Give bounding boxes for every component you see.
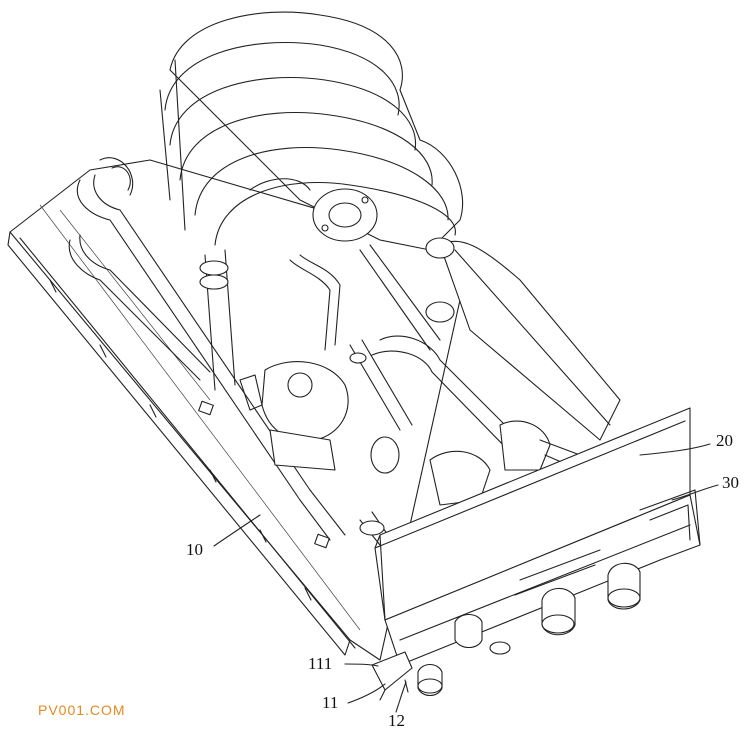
watermark-text: PV001.COM [38, 702, 126, 718]
label-30: 30 [722, 473, 739, 492]
pump [239, 361, 349, 471]
label-111: 111 [308, 654, 333, 673]
label-12: 12 [388, 711, 405, 730]
pipe-connectors [417, 549, 641, 697]
label-10: 10 [186, 540, 203, 559]
label-11: 11 [322, 693, 339, 712]
left-pipes [68, 157, 346, 541]
heat-exchanger-coil [159, 11, 464, 251]
label-20: 20 [716, 431, 733, 450]
mid-fittings [349, 339, 581, 546]
leader-lines [213, 443, 719, 713]
pump-pipes [199, 244, 441, 391]
base-tray [7, 159, 461, 661]
right-tank [371, 237, 621, 453]
